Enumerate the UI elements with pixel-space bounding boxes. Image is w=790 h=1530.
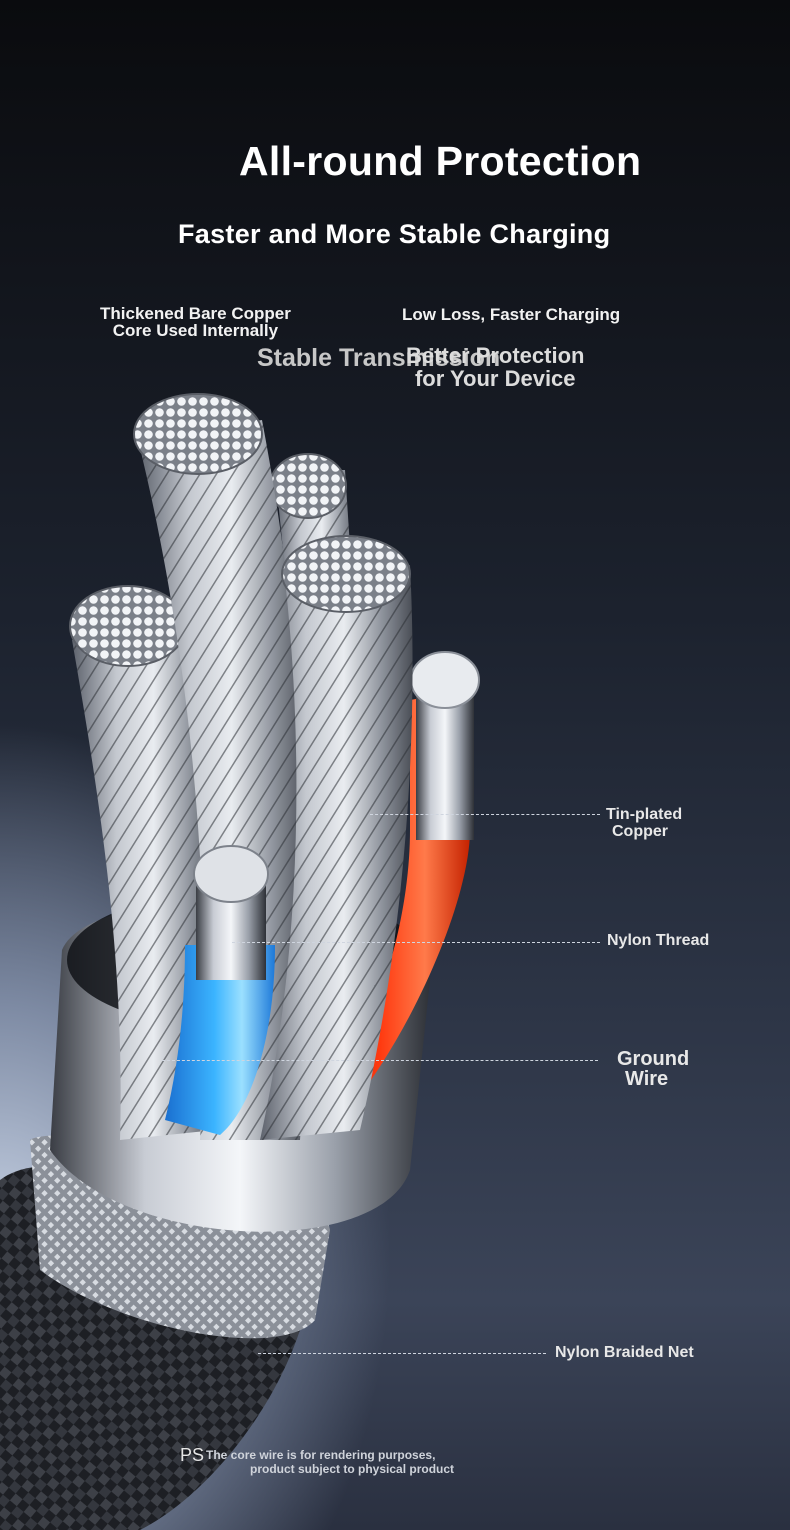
feature-protection-line1: Better Protection xyxy=(406,343,585,368)
feature-copper-core-line1: Thickened Bare Copper xyxy=(100,304,291,323)
nylon-thread-leader-line xyxy=(232,942,600,943)
feature-stable-transmission: Stable Transmission xyxy=(257,344,501,372)
feature-better-protection: Better Protection for Your Device xyxy=(406,344,584,390)
feature-protection-line2: for Your Device xyxy=(414,366,576,391)
page-subtitle: Faster and More Stable Charging xyxy=(178,219,611,249)
braided-net-leader-line xyxy=(258,1353,546,1354)
disclaimer-line2: product subject to physical product xyxy=(250,1462,455,1476)
blue-insulated-wire xyxy=(165,945,275,1135)
nylon-braided-net-label: Nylon Braided Net xyxy=(555,1344,694,1361)
tin-label-line2: Copper xyxy=(612,823,668,840)
ground-wire-leader-line xyxy=(162,1060,598,1061)
ground-label-line1: Ground xyxy=(617,1048,690,1070)
tin-plated-leader-line xyxy=(370,814,600,815)
tin-plated-copper-label: Tin-plated Copper xyxy=(606,806,682,840)
ground-label-line2: Wire xyxy=(625,1068,669,1090)
ground-wire-label: Ground Wire xyxy=(617,1049,689,1089)
ps-mark: PS xyxy=(180,1445,205,1465)
tin-label-line1: Tin-plated xyxy=(606,806,683,823)
feature-copper-core-line2: Core Used Internally xyxy=(112,321,279,340)
nylon-thread-label: Nylon Thread xyxy=(607,932,710,949)
page-title: All-round Protection xyxy=(239,138,642,184)
feature-copper-core: Thickened Bare Copper Core Used Internal… xyxy=(100,305,291,339)
feature-low-loss: Low Loss, Faster Charging xyxy=(402,305,621,324)
disclaimer-line1: The core wire is for rendering purposes, xyxy=(206,1448,436,1462)
